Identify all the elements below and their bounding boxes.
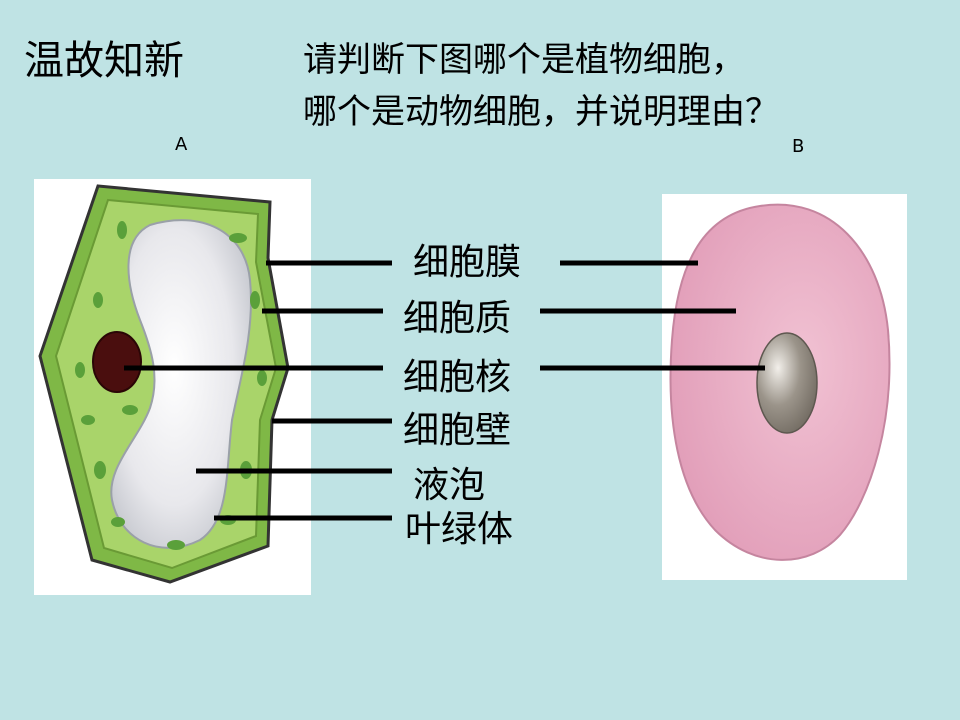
label-cytoplasm: 细胞质 [403,298,512,339]
label-cell-membrane: 细胞膜 [413,242,522,283]
plant-vacuole [110,219,252,549]
chloroplast [117,221,127,239]
chloroplast [75,362,85,378]
label-nucleus: 细胞核 [403,357,512,398]
chloroplast [167,540,185,550]
label-chloroplast: 叶绿体 [405,509,514,550]
chloroplast [257,370,267,386]
question-line-1: 请判断下图哪个是植物细胞， [303,40,745,80]
label-cell-wall: 细胞壁 [403,410,512,451]
chloroplast [111,517,125,527]
cell-b-label: B [792,136,805,157]
chloroplast [94,461,106,479]
plant-cell [38,184,290,584]
plant-nucleus [92,331,142,393]
chloroplast [122,405,138,415]
chloroplast [93,292,103,308]
animal-nucleus [756,332,818,434]
question-text: 请判断下图哪个是植物细胞， 哪个是动物细胞，并说明理由？ [303,34,943,138]
question-line-2: 哪个是动物细胞，并说明理由？ [303,92,779,132]
cell-a-label: A [175,134,188,155]
label-vacuole: 液泡 [413,465,486,506]
chloroplast [81,415,95,425]
chloroplast [229,233,247,243]
leader-lines [124,260,765,521]
chloroplast [250,291,260,309]
animal-cell [669,203,891,561]
slide-title: 温故知新 [24,38,184,84]
